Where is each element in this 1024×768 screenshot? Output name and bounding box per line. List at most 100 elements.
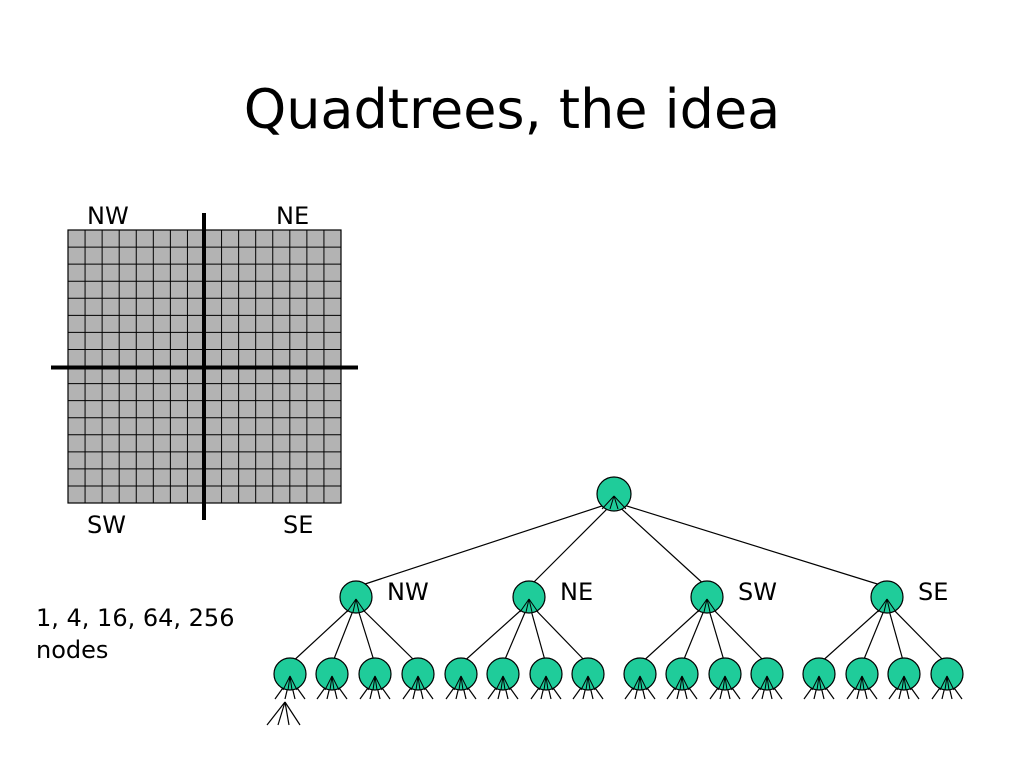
tree-leaf-wedge-line xyxy=(939,675,948,691)
tree-label-nw: NW xyxy=(387,578,429,606)
tree-leaf-wedge-line xyxy=(681,675,690,691)
tree-edge-child-grandchild xyxy=(818,602,888,665)
tree-leaf-wedge-line xyxy=(415,675,419,691)
tree-node-level2 xyxy=(401,657,435,691)
tree-leaf-wedge-line xyxy=(460,675,469,691)
tree-leaf-wedge-line xyxy=(495,675,504,691)
tree-node-level2 xyxy=(665,657,699,691)
tree-leaf-wedge-line xyxy=(543,675,547,691)
tree-node-wedge-line xyxy=(697,598,708,613)
grid-label-sw: SW xyxy=(87,511,126,539)
tree-leaf-wedge-line xyxy=(324,675,333,691)
tree-node-level1 xyxy=(339,580,373,614)
tree-edges xyxy=(266,501,963,726)
tree-root-wedge-line xyxy=(609,495,615,510)
tree-leaf-wedge-line xyxy=(587,675,596,691)
tree-edge-deep-stub xyxy=(277,701,286,726)
tree-leaf-wedge-line xyxy=(417,675,421,691)
tree-edge-child-grandchild xyxy=(886,602,948,665)
tree-leaf-wedge-line xyxy=(901,675,905,691)
tree-leaf-wedge-line xyxy=(946,675,950,691)
tree-leaf-wedge-line xyxy=(410,675,419,691)
tree-node-level2 xyxy=(887,657,921,691)
tree-root-wedge-line xyxy=(613,495,619,510)
node-count-caption: 1, 4, 16, 64, 256 nodes xyxy=(36,602,234,666)
tree-root-wedge-line xyxy=(613,495,627,510)
tree-node-root xyxy=(596,476,632,512)
tree-leaf-wedge-line xyxy=(417,675,426,691)
tree-leaf-wedge-line xyxy=(859,675,863,691)
grid-label-se: SE xyxy=(283,511,314,539)
tree-leaf-wedges xyxy=(282,495,955,691)
tree-leaf-wedge-line xyxy=(944,675,948,691)
tree-node-wedge-line xyxy=(346,598,357,613)
tree-edge-child-grandchild xyxy=(639,602,708,665)
tree-leaf-wedge-line xyxy=(374,675,378,691)
tree-node-wedge-line xyxy=(706,598,717,613)
tree-node-level2 xyxy=(529,657,563,691)
tree-leaf-wedge-line xyxy=(282,675,291,691)
tree-leaf-wedge-line xyxy=(816,675,820,691)
tree-leaf-wedge-line xyxy=(861,675,870,691)
tree-node-level1 xyxy=(690,580,724,614)
tree-edge-child-grandchild xyxy=(528,602,589,665)
tree-leaf-wedge-line xyxy=(289,675,298,691)
tree-node-wedge-line xyxy=(528,598,539,613)
tree-edge-child-grandchild xyxy=(502,602,530,665)
tree-leaf-wedge-line xyxy=(453,675,462,691)
tree-leaf-wedge-line xyxy=(818,675,827,691)
tree-leaf-wedge-line xyxy=(637,675,641,691)
tree-leaf-wedge-line xyxy=(374,675,383,691)
tree-edge-root-child xyxy=(528,501,615,588)
tree-leaf-wedge-line xyxy=(722,675,726,691)
grid-label-ne: NE xyxy=(276,202,310,230)
tree-node-wedge-line xyxy=(883,598,888,613)
tree-leaf-wedge-line xyxy=(632,675,641,691)
tree-label-se: SE xyxy=(918,578,948,606)
tree-node-level2 xyxy=(845,657,879,691)
tree-leaf-wedge-line xyxy=(717,675,726,691)
tree-edge-child-grandchild xyxy=(460,602,530,665)
tree-root-wedge-line xyxy=(601,495,615,510)
tree-leaf-wedge-line xyxy=(766,675,770,691)
tree-leaf-wedge-line xyxy=(331,675,335,691)
tree-leaf-wedge-line xyxy=(818,675,822,691)
tree-node-level2 xyxy=(571,657,605,691)
tree-leaf-wedge-line xyxy=(331,675,340,691)
tree-edge-child-grandchild xyxy=(681,602,708,665)
tree-node-wedge-line xyxy=(706,598,711,613)
tree-edge-child-grandchild xyxy=(331,602,357,665)
tree-node-wedge-line xyxy=(528,598,533,613)
tree-leaf-wedge-line xyxy=(502,675,511,691)
tree-nodes xyxy=(273,476,964,691)
tree-node-level2 xyxy=(708,657,742,691)
tree-node-wedge-line xyxy=(355,598,360,613)
tree-node-level2 xyxy=(315,657,349,691)
tree-leaf-wedge-line xyxy=(502,675,506,691)
tree-leaf-wedge-line xyxy=(545,675,554,691)
node-count-caption-line2: nodes xyxy=(36,636,109,664)
tree-leaf-wedge-line xyxy=(287,675,291,691)
tree-leaf-wedge-line xyxy=(639,675,648,691)
tree-node-level2 xyxy=(273,657,307,691)
tree-leaf-wedge-line xyxy=(458,675,462,691)
node-count-caption-line1: 1, 4, 16, 64, 256 xyxy=(36,604,235,632)
tree-node-wedge-line xyxy=(355,598,366,613)
tree-leaf-wedge-line xyxy=(289,675,293,691)
tree-leaf-wedge-line xyxy=(811,675,820,691)
tree-node-wedge-line xyxy=(519,598,530,613)
tree-node-level2 xyxy=(486,657,520,691)
tree-node-level2 xyxy=(930,657,964,691)
tree-edge-deep-stub xyxy=(266,701,286,726)
tree-edge-deep-stub xyxy=(284,701,290,726)
tree-node-level2 xyxy=(444,657,478,691)
tree-node-wedge-line xyxy=(525,598,530,613)
slide-title: Quadtrees, the idea xyxy=(243,78,781,141)
tree-leaf-wedge-line xyxy=(500,675,504,691)
tree-leaf-wedge-line xyxy=(724,675,728,691)
tree-leaf-wedge-line xyxy=(766,675,775,691)
tree-node-level2 xyxy=(358,657,392,691)
tree-leaf-wedge-line xyxy=(759,675,768,691)
